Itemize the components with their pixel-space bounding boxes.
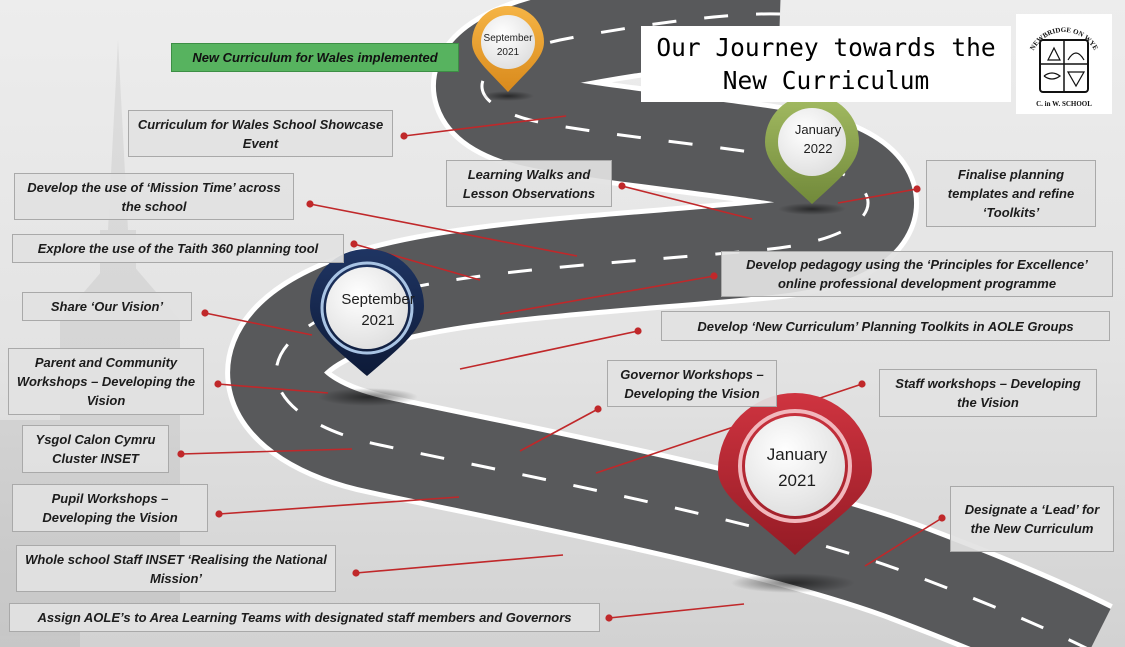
- milestone-assign-aole: Assign AOLE’s to Area Learning Teams wit…: [9, 603, 600, 632]
- milestone-ysgol-calon: Ysgol Calon Cymru Cluster INSET: [22, 425, 169, 473]
- pin-month: January: [795, 122, 842, 137]
- pin-year: 2021: [778, 471, 816, 490]
- milestone-mission-time: Develop the use of ‘Mission Time’ across…: [14, 173, 294, 220]
- pin-september-2021-large: September 2021: [310, 249, 424, 376]
- winding-road: [225, 0, 1113, 647]
- milestone-staff-inset: Whole school Staff INSET ‘Realising the …: [16, 545, 336, 592]
- pin-year: 2022: [804, 141, 833, 156]
- school-logo: NEWBRIDGE ON WYE C. in W. SCHOOL: [1016, 14, 1112, 114]
- pin-month: September: [484, 33, 534, 44]
- title-line-1: Our Journey towards the: [656, 33, 996, 62]
- milestone-learning-walks: Learning Walks and Lesson Observations: [446, 160, 612, 207]
- school-crest-icon: NEWBRIDGE ON WYE C. in W. SCHOOL: [1028, 26, 1099, 108]
- milestone-showcase-event: Curriculum for Wales School Showcase Eve…: [128, 110, 393, 157]
- milestone-pupil-workshops: Pupil Workshops – Developing the Vision: [12, 484, 208, 532]
- milestone-principles-excellence: Develop pedagogy using the ‘Principles f…: [721, 251, 1113, 297]
- pin-september-2021-small: September 2021: [472, 6, 544, 92]
- pin-january-2022: January 2022: [765, 95, 859, 204]
- milestone-planning-toolkits: Develop ‘New Curriculum’ Planning Toolki…: [661, 311, 1110, 341]
- pin-year: 2021: [497, 47, 520, 58]
- pin-month: January: [767, 445, 828, 464]
- title-line-2: New Curriculum: [722, 66, 930, 95]
- milestone-taith-360: Explore the use of the Taith 360 plannin…: [12, 234, 344, 263]
- logo-bottom-text: C. in W. SCHOOL: [1036, 100, 1092, 108]
- pin-month: September: [341, 291, 414, 308]
- milestone-finalise-planning: Finalise planning templates and refine ‘…: [926, 160, 1096, 227]
- milestone-governor-workshops: Governor Workshops – Developing the Visi…: [607, 360, 777, 407]
- milestone-staff-workshops: Staff workshops – Developing the Vision: [879, 369, 1097, 417]
- milestone-share-vision: Share ‘Our Vision’: [22, 292, 192, 321]
- milestone-parent-community: Parent and Community Workshops – Develop…: [8, 348, 204, 415]
- pin-year: 2021: [361, 312, 394, 329]
- connector-lines: [177, 115, 946, 622]
- milestone-new-curriculum-implemented: New Curriculum for Wales implemented: [171, 43, 459, 72]
- pin-january-2021: January 2021: [718, 393, 872, 555]
- milestone-designate-lead: Designate a ‘Lead’ for the New Curriculu…: [950, 486, 1114, 552]
- page-title: Our Journey towards the New Curriculum: [641, 26, 1011, 102]
